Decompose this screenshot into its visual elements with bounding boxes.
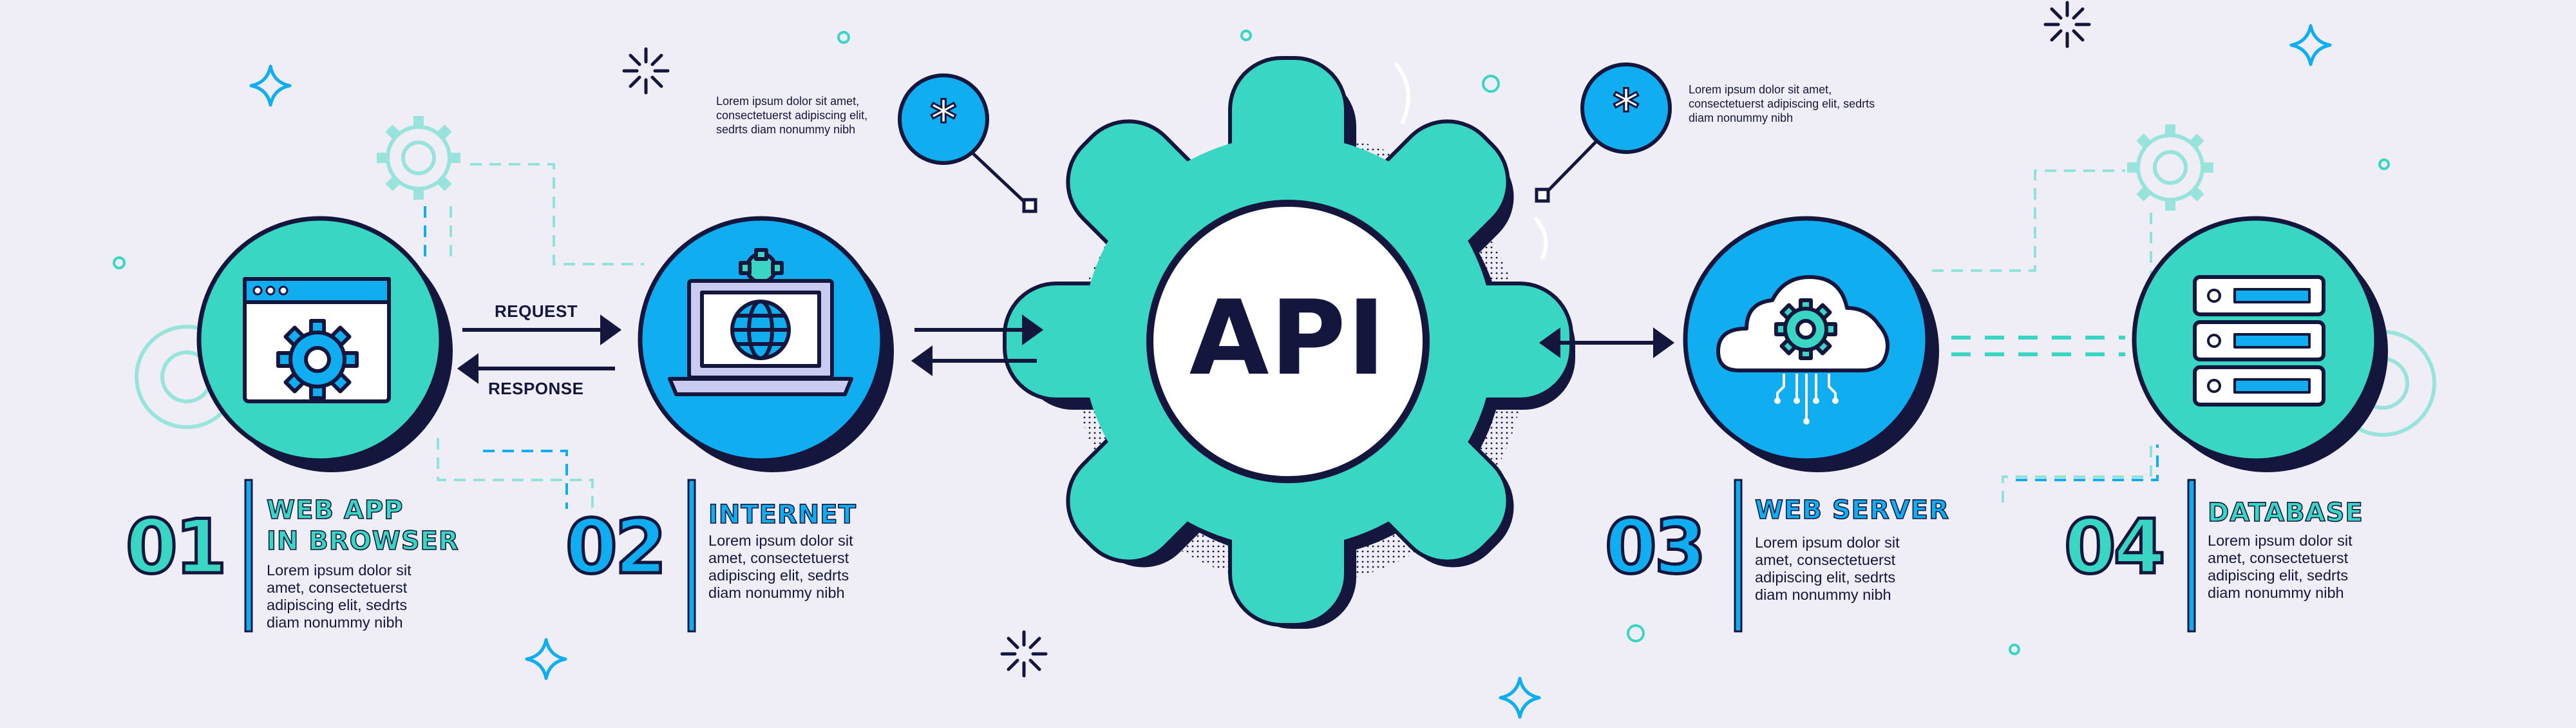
step-description-web-app: Lorem ipsum dolor sit amet, consectetuer… [267, 562, 412, 631]
response-label: RESPONSE [488, 379, 584, 398]
step-title-web-app: WEB APP IN BROWSER [266, 495, 459, 557]
response-arrow [457, 353, 615, 384]
api-gear [1003, 56, 1575, 629]
request-arrow [462, 314, 622, 345]
api-server-double-arrow [1539, 327, 1675, 358]
laptop-globe-icon [668, 248, 853, 396]
note-left: Lorem ipsum dolor sit amet, consectetuer… [716, 95, 868, 136]
sparkle-icon [249, 24, 2332, 719]
database-server-icon [2193, 275, 2325, 407]
server-database-dashes [1951, 336, 2125, 356]
step-number-04: 04 [2062, 504, 2166, 591]
step-title-internet: INTERNET [708, 499, 857, 530]
step-title-database: DATABASE [2207, 497, 2363, 528]
internet-to-api-arrow [914, 314, 1044, 345]
starburst-icon [622, 1, 2091, 678]
request-label: REQUEST [495, 302, 578, 321]
dashed-connector-lines [424, 206, 2159, 509]
step-description-internet: Lorem ipsum dolor sit amet, consectetuer… [708, 532, 853, 601]
decorative-ring-icon [113, 30, 2390, 655]
browser-gear-icon [243, 277, 391, 403]
step-title-web-server: WEB SERVER [1754, 495, 1949, 526]
dashed-connector-lines [437, 163, 2152, 509]
background-gear-icon [377, 116, 460, 200]
svg-text:*: * [931, 91, 957, 149]
step-description-web-server: Lorem ipsum dolor sit amet, consectetuer… [1755, 534, 1900, 603]
step-number-03: 03 [1603, 504, 1707, 591]
step-description-database: Lorem ipsum dolor sit amet, consectetuer… [2208, 532, 2353, 601]
gear-pin-right: * [1535, 62, 1672, 203]
step-accent-bars [244, 479, 2196, 633]
cloud-gear-icon [1716, 275, 1890, 425]
api-to-internet-arrow [911, 345, 1037, 376]
gear-pin-left: * [898, 73, 1037, 213]
svg-text:*: * [1613, 80, 1640, 138]
step-number-02: 02 [564, 504, 668, 591]
step-number-01: 01 [124, 504, 228, 591]
note-right: Lorem ipsum dolor sit amet, consectetuer… [1689, 83, 1875, 124]
background-gear-icon [2127, 124, 2213, 211]
api-label: API [1189, 278, 1387, 398]
